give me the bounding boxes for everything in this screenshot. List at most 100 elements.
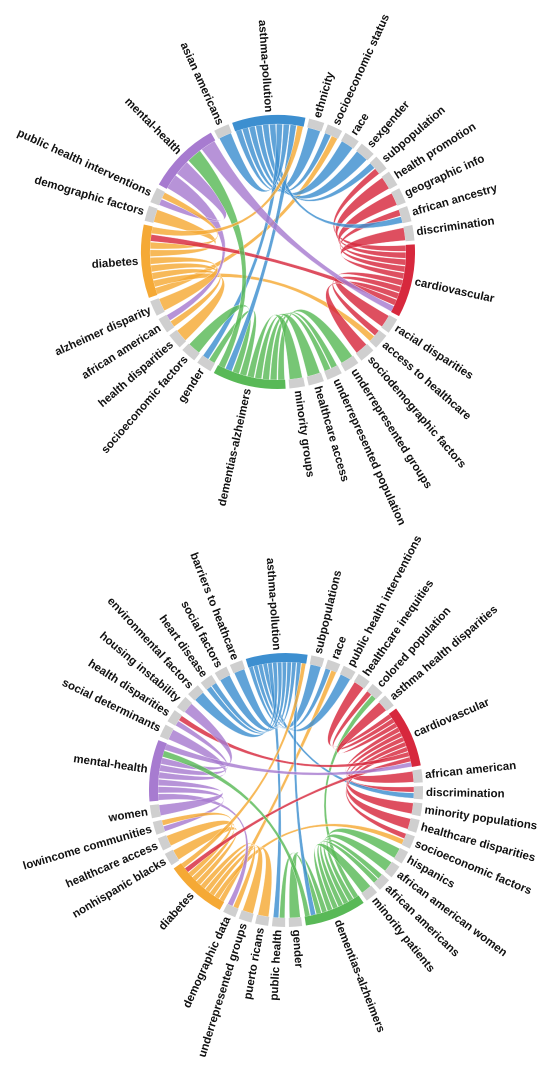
arc-access-to-healthcare [369, 330, 387, 348]
label-race: race [330, 635, 350, 661]
arc-cardiovascular [388, 708, 421, 768]
label-asian-americans: asian americans [178, 41, 226, 127]
arc-demographic-factors [144, 205, 158, 223]
arc-minority-patients [361, 885, 378, 901]
arc-subpopulation [369, 156, 387, 175]
ribbon [214, 823, 405, 900]
arc-colored-population [366, 683, 383, 700]
label-cardiovascular: cardiovascular [412, 696, 492, 740]
arc-underrepresented-groups [238, 910, 254, 923]
arc-heart-disease [200, 675, 217, 690]
ribbon [157, 778, 224, 817]
arc-cardiovascular [391, 244, 416, 317]
label-lowincome-communities: lowincome communities [22, 824, 154, 873]
arc-diabetes [173, 863, 225, 910]
label-asthma-pollution: asthma-pollution [256, 20, 274, 113]
arc-puerto-ricans [255, 914, 270, 926]
arc-gender [197, 355, 215, 372]
label-underrepresented-groups: underrepresented groups [197, 922, 250, 1059]
arc-social-determinants [159, 724, 174, 741]
arc-underrepresented-groups [340, 355, 359, 372]
arc-public-health-interventions [150, 187, 165, 206]
ribbon [336, 701, 398, 754]
label-gender: gender [290, 929, 305, 969]
arc-asthma-pollution [245, 653, 308, 668]
arc-healthcare-disparities [407, 818, 420, 833]
arc-racial-disparities [381, 315, 398, 333]
ribbon [188, 150, 247, 369]
arc-barriers-to-heathcare [229, 660, 245, 674]
arc-health-disparities [169, 329, 187, 348]
label-socioeconomic-status: socioeconomic status [331, 12, 392, 127]
arc-socioeconomic-factors [401, 833, 415, 849]
arc-mental-health [158, 132, 216, 189]
label-alzheimer-disparity: alzheimer disparity [53, 304, 153, 358]
label-cardiovascular: cardiovascular [413, 276, 495, 305]
label-minority-groups: minority groups [292, 390, 316, 478]
arc-african-american-women [384, 861, 400, 878]
ribbons-bottom [157, 661, 415, 919]
arc-public-health [271, 917, 286, 927]
arc-underrepresented-population [324, 365, 342, 380]
arcs-top [140, 115, 416, 390]
arc-african-american [158, 314, 175, 333]
arc-african-ancestry [398, 206, 412, 224]
ribbons-top [149, 123, 407, 381]
arc-ethnicity [307, 118, 325, 132]
label-african-american: african american [425, 760, 517, 781]
label-discrimination: discrimination [426, 787, 505, 801]
ribbon [166, 174, 226, 321]
label-ethnicity: ethnicity [312, 70, 337, 119]
arc-alzheimer-disparity [150, 298, 165, 316]
arc-subpopulations [309, 655, 325, 668]
arc-environmental-factors [188, 685, 204, 701]
arc-sexgender [356, 143, 374, 161]
arc-dementias-alzheimers [213, 365, 286, 390]
arc-demographic-data [223, 903, 239, 918]
label-mental-health: mental-health [73, 753, 149, 776]
ribbon [248, 664, 322, 729]
ribbon [201, 140, 395, 312]
label-mental-health: mental-health [122, 96, 183, 157]
label-race: race [349, 111, 372, 137]
arc-health-promotion [381, 171, 398, 190]
arc-race [325, 659, 341, 673]
arc-dementias-alzheimers [304, 895, 364, 926]
arcs-bottom [149, 653, 424, 927]
label-dementias-alzheimers: dementias-alzheimers [216, 387, 253, 507]
label-discrimination: discrimination [416, 215, 496, 238]
arc-hispanics [394, 847, 409, 864]
ribbon [172, 826, 238, 886]
arc-asthma-pollution [232, 115, 306, 132]
arc-race [341, 132, 359, 149]
label-dementias-alzheimers: dementias-alzheimers [332, 918, 387, 1034]
arc-healthcare-inequities [353, 673, 370, 689]
arc-discrimination [413, 786, 424, 800]
arc-women [149, 804, 161, 819]
arc-african-americans [373, 874, 390, 890]
label-racial-disparities: racial disparities [392, 323, 475, 382]
ribbon [279, 852, 322, 919]
label-asthma-pollution: asthma-pollution [264, 558, 282, 651]
arc-geographic-info [391, 188, 406, 206]
arc-nonhispanic-blacks [164, 849, 180, 866]
arc-discrimination [403, 224, 415, 242]
ribbon [202, 123, 283, 360]
arc-minority-populations [411, 802, 423, 817]
ribbon [346, 741, 412, 830]
arc-african-american [412, 769, 423, 783]
arc-asian-americans [214, 124, 232, 139]
arc-healthcare-access [306, 372, 324, 386]
ribbon [180, 662, 307, 869]
ribbon [159, 720, 228, 776]
arc-health-disparities [167, 710, 182, 726]
arc-gender [288, 917, 303, 927]
arc-social-factors [214, 666, 231, 681]
arc-housing-instability [176, 696, 193, 713]
arc-socioeconomic-status [324, 124, 343, 139]
label-diabetes: diabetes [91, 256, 138, 271]
